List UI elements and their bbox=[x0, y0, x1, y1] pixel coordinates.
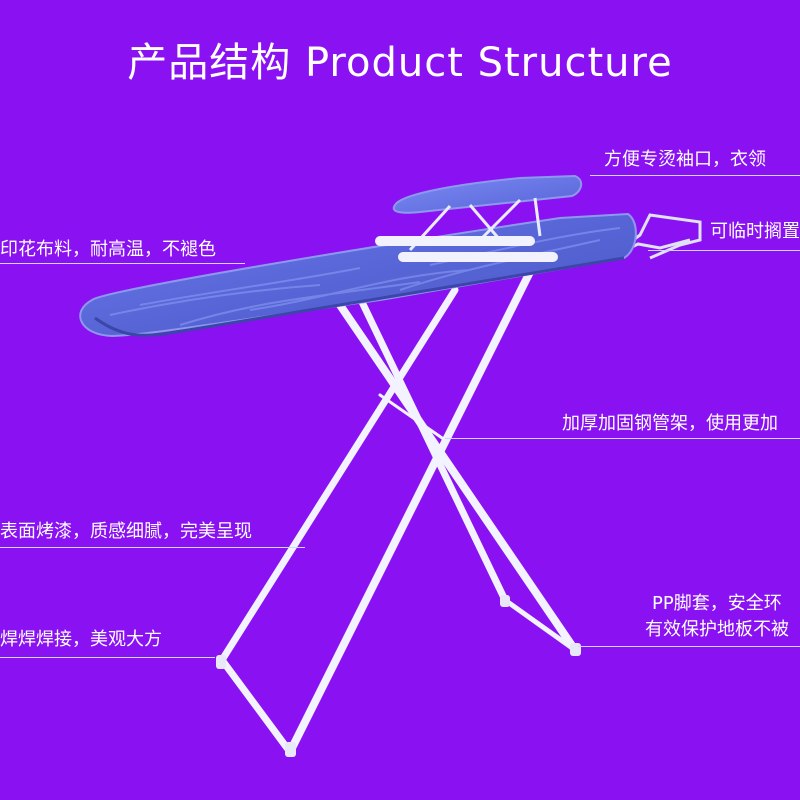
callout-line-paint bbox=[0, 547, 305, 548]
label-iron-rest: 可临时搁置 bbox=[710, 221, 800, 242]
callout-line-sleeve-board bbox=[590, 175, 800, 176]
steel-tube-frame bbox=[218, 268, 579, 756]
label-steel-frame: 加厚加固钢管架，使用更加 bbox=[562, 413, 778, 434]
sleeve-board bbox=[375, 174, 583, 262]
page-title: 产品结构 Product Structure bbox=[127, 40, 673, 86]
label-sleeve-board: 方便专烫袖口，衣领 bbox=[604, 149, 766, 170]
label-foot-cap-line2: 有效保护地板不被 bbox=[645, 619, 789, 640]
callout-line-fabric bbox=[0, 263, 245, 264]
callout-line-foot-cap bbox=[578, 646, 800, 647]
label-fabric: 印花布料，耐高温，不褪色 bbox=[0, 239, 216, 260]
callout-line-welding bbox=[0, 657, 215, 658]
label-welding: 焊焊焊接，美观大方 bbox=[0, 629, 162, 650]
label-foot-cap-line1: PP脚套，安全环 bbox=[652, 593, 782, 614]
callout-line-steel-frame bbox=[445, 438, 800, 439]
foot-cap bbox=[216, 595, 581, 757]
label-paint: 表面烤漆，质感细腻，完美呈现 bbox=[0, 521, 252, 542]
ironing-board-cover bbox=[79, 212, 637, 338]
callout-line-iron-rest bbox=[648, 250, 800, 251]
